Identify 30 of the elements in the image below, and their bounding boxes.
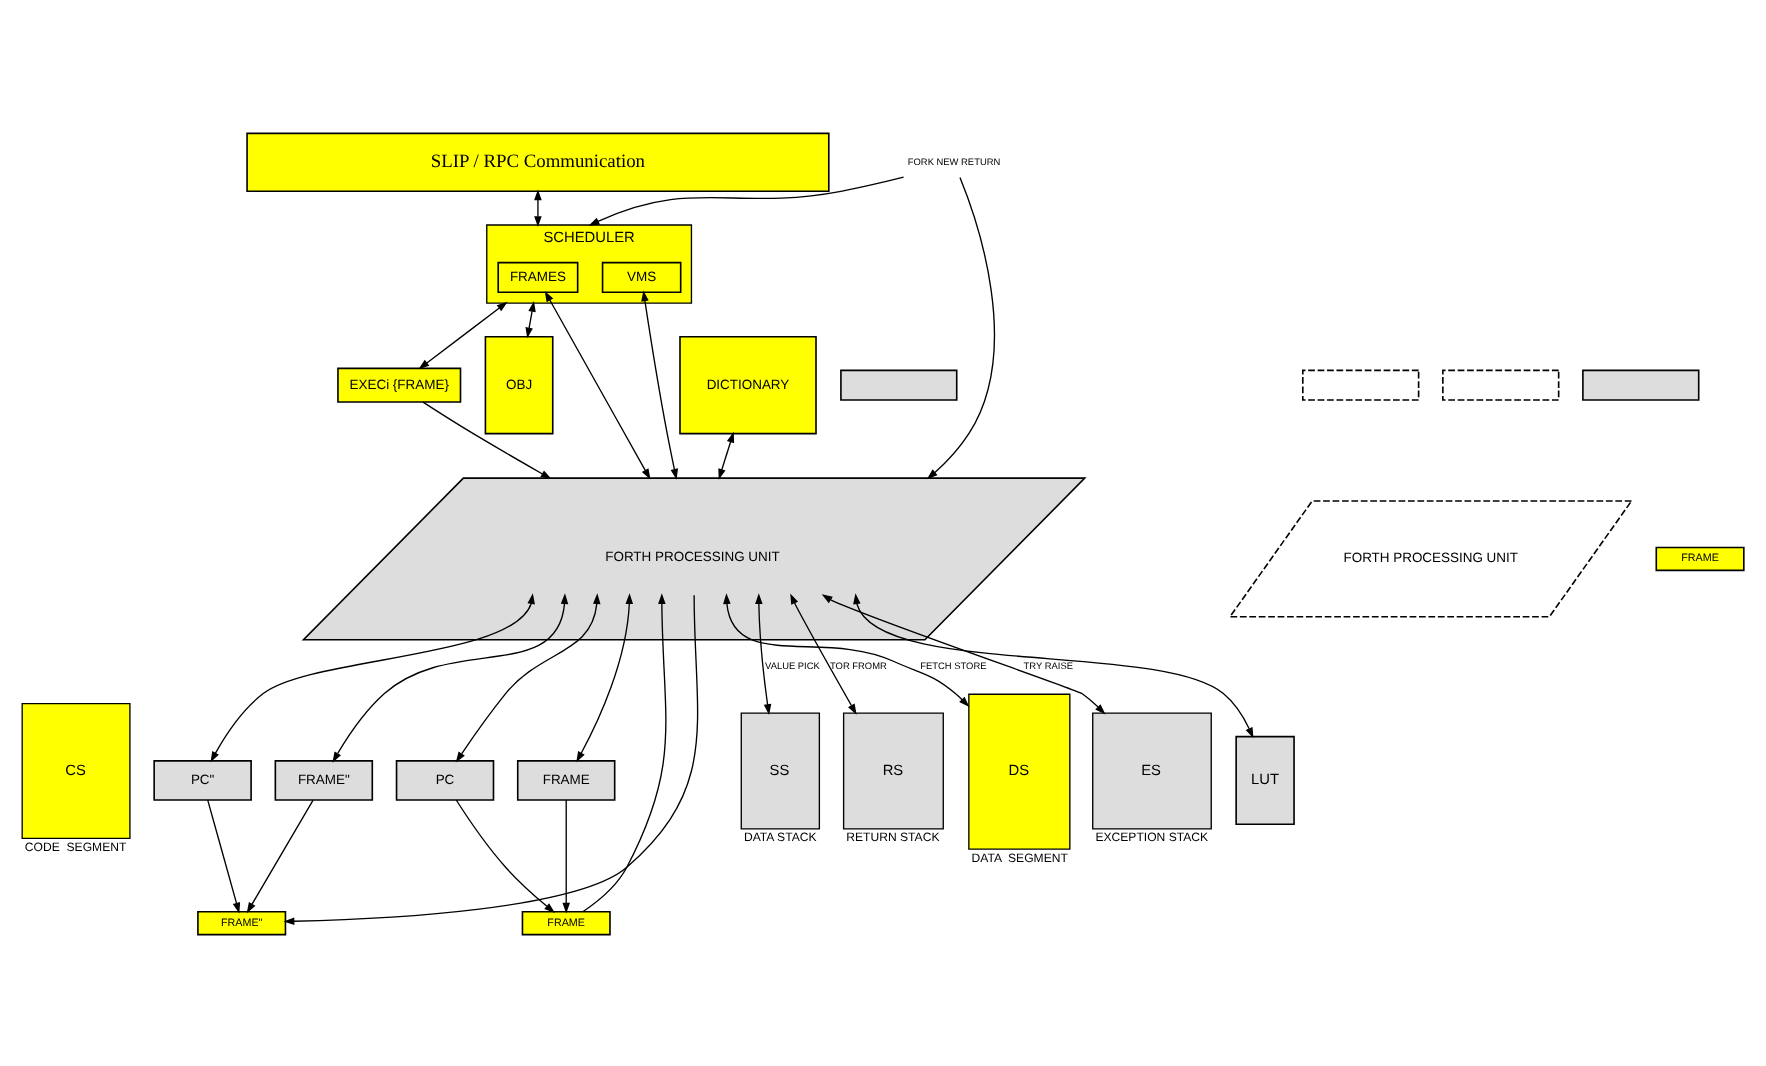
arrow [207, 798, 241, 913]
arrow [588, 175, 905, 225]
arrow [210, 592, 535, 762]
arrow [332, 592, 569, 762]
arrow [790, 592, 857, 714]
arrow [246, 798, 314, 913]
arrow [455, 798, 555, 912]
node-box [1442, 368, 1560, 400]
node-box [840, 368, 958, 400]
arrow [418, 300, 508, 369]
node-box: LUT [1235, 734, 1295, 824]
arrow [283, 593, 699, 924]
arrow [422, 400, 552, 479]
arrow [755, 592, 772, 714]
arrow [525, 300, 536, 338]
arrow [641, 289, 679, 479]
node-box: SLIP / RPC Communication [246, 131, 830, 192]
node-box [1302, 368, 1420, 400]
arrow [853, 592, 1254, 738]
arrow [562, 798, 570, 913]
arrow [723, 592, 970, 707]
arrow [544, 289, 651, 479]
arrow [821, 593, 1106, 714]
node-box [1582, 368, 1700, 400]
arrow [576, 592, 634, 762]
arrow [582, 592, 667, 912]
arrow [534, 188, 542, 226]
arrow [718, 430, 735, 479]
arrow [455, 592, 601, 762]
arrow [926, 175, 996, 479]
